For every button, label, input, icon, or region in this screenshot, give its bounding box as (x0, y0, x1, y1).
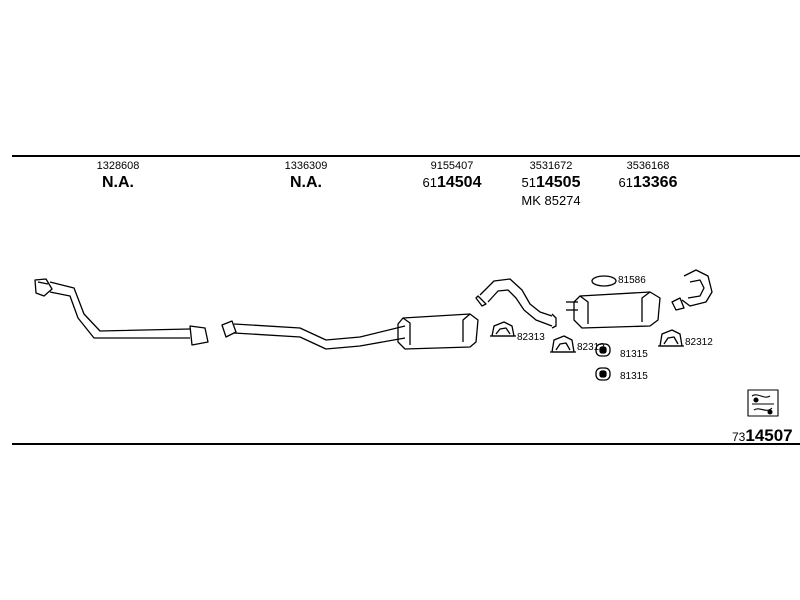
clamp-mid-label: 82312 (577, 342, 605, 353)
clamp-left-label: 82313 (517, 332, 545, 343)
gasket-label: 81586 (618, 275, 646, 286)
clamp-right (658, 329, 684, 347)
reference-code: 7314507 (732, 426, 793, 445)
column-4: 3531672 5114505 MK 85274 (521, 160, 580, 209)
part-number: 3531672 (529, 160, 573, 172)
kit-box-icon (747, 389, 779, 417)
tail-pipe (671, 269, 713, 311)
column-1: 1328608 N.A. (97, 160, 140, 193)
part-code: 5114505 (521, 174, 581, 191)
hanger-upper-label: 81315 (620, 349, 648, 360)
clamp-right-label: 82312 (685, 337, 713, 348)
part-number: 1328608 (96, 160, 140, 172)
hanger-lower-label: 81315 (620, 371, 648, 382)
column-2: 1336309 N.A. (285, 160, 328, 193)
hanger-lower (595, 367, 611, 381)
bottom-divider (12, 443, 800, 445)
part-code: 6114504 (422, 174, 482, 191)
part-number: 3536168 (626, 160, 670, 172)
connector-pipe (475, 278, 557, 329)
part-number: 9155407 (430, 160, 474, 172)
part-code: N.A. (101, 174, 134, 191)
front-pipe (34, 278, 209, 346)
intermediate-pipe (221, 313, 479, 350)
column-5: 3536168 6113366 (619, 160, 678, 193)
kit-code: MK 85274 (521, 193, 581, 208)
rear-muffler (566, 291, 661, 329)
hanger-upper (595, 343, 611, 357)
part-code: N.A. (289, 174, 322, 191)
top-divider (12, 155, 800, 157)
column-3: 9155407 6114504 (423, 160, 482, 193)
clamp-left (490, 321, 516, 337)
part-number: 1336309 (284, 160, 328, 172)
gasket (591, 275, 617, 287)
clamp-mid (550, 335, 576, 353)
part-code: 6113366 (618, 174, 678, 191)
